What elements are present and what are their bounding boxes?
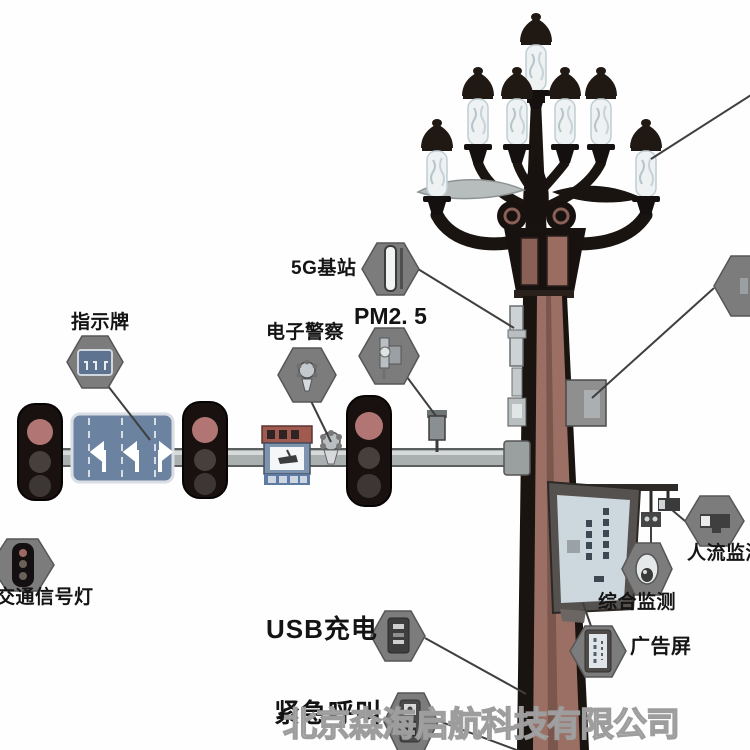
pm25-icon (379, 337, 402, 379)
traffic-light-2 (182, 401, 228, 499)
usb-charging-hexagon (370, 610, 426, 662)
traffic-signal-label: 交通信号灯 (0, 587, 94, 608)
traffic-light-3 (346, 395, 392, 507)
traffic-signal-hexagon (0, 538, 55, 592)
partial-device-hexagon (713, 255, 750, 317)
ad-screen-hexagon (569, 625, 627, 678)
electronic-police-label: 电子警察 (266, 322, 345, 343)
annotation-line (309, 398, 332, 443)
emergency-call-label: 紧急呼叫 (274, 698, 383, 728)
ad-screen-display (546, 480, 642, 623)
pm25-sensor-device (427, 410, 447, 452)
annotation-line (107, 385, 151, 441)
usb-charging-label: USB充电 (266, 614, 378, 644)
pole-capital (504, 228, 586, 298)
people-flow-icon (700, 514, 730, 533)
annotation-line (650, 94, 750, 160)
g5-base-station-label: 5G基站 (291, 258, 357, 279)
people-flow-hexagon (684, 495, 745, 547)
integrated-monitoring-hexagon (621, 542, 673, 596)
company-watermark: 北京森海启航科技有限公司 (282, 705, 680, 744)
integrated-camera (641, 491, 661, 543)
sign-board-hexagon (66, 335, 124, 389)
annotation-line (582, 602, 593, 630)
annotation-line (671, 509, 686, 522)
annotation-line (424, 637, 527, 695)
integrated-monitoring-icon (635, 553, 659, 585)
lamp-crown (416, 12, 663, 251)
electronic-police-icon (296, 359, 318, 392)
pm25-label: PM2. 5 (354, 303, 427, 329)
violation-display-unit (261, 425, 313, 485)
traffic-light-1 (17, 403, 63, 501)
partial-device-icon (740, 278, 748, 294)
annotation-line (406, 376, 437, 417)
annotation-line (591, 287, 715, 399)
sign-board-label: 指示牌 (71, 312, 130, 333)
people-flow-camera (658, 498, 680, 511)
g5-base-station-icon (384, 245, 403, 292)
g5-base-station-hexagon (361, 242, 420, 296)
hexagon-badges (0, 242, 750, 750)
annotation-lines (107, 94, 750, 750)
ad-screen-icon (584, 629, 612, 673)
right-pole-device (565, 379, 607, 427)
annotation-line (417, 268, 515, 329)
pm25-hexagon (358, 327, 420, 385)
usb-charging-icon (387, 617, 410, 654)
g5-antenna-panel (507, 305, 527, 397)
emergency-call-hexagon (383, 692, 439, 750)
ad-screen-label: 广告屏 (630, 636, 692, 658)
integrated-monitoring-label: 综合监测 (598, 592, 677, 613)
lane-direction-sign (70, 412, 175, 484)
people-flow-label: 人流监测 (687, 543, 750, 564)
emergency-call-icon (399, 699, 421, 743)
pole-side-box (507, 397, 527, 427)
annotation-line (435, 719, 520, 750)
traffic-signal-icon (12, 543, 34, 587)
electronic-police-hexagon (277, 347, 337, 403)
sign-board-icon (77, 349, 113, 376)
